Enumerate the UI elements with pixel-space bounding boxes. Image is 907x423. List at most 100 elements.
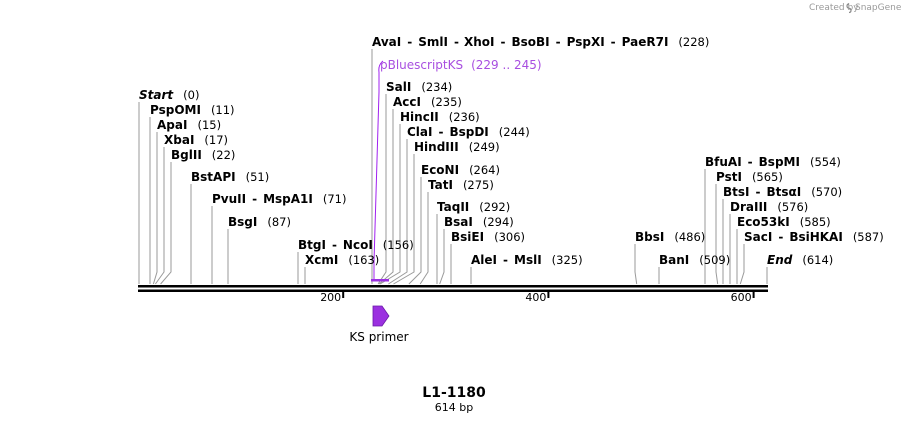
enzyme-name: NcoI: [343, 238, 373, 252]
site-position: (570): [811, 185, 842, 199]
site-label: SacI-BsiHKAI(587): [744, 230, 884, 244]
site-label: TatI (275): [428, 178, 494, 192]
enzyme-name: BfuAI: [705, 155, 742, 169]
site-position: (554): [810, 155, 841, 169]
site-label: ClaI-BspDI(244): [407, 125, 530, 139]
snapgene-logo-icon: [846, 3, 852, 14]
site-label: TaqII (292): [437, 200, 510, 214]
enzyme-name: BglII: [171, 148, 202, 162]
enzyme-name: HindIII: [414, 140, 459, 154]
enzyme-name: PstI: [716, 170, 742, 184]
site-connector: [715, 184, 719, 285]
site-position: (17): [204, 133, 228, 147]
enzyme-name: Eco53kI: [737, 215, 790, 229]
site-connector: [152, 132, 158, 285]
credit-text: Created by: [809, 3, 859, 13]
primer-label: pBluescriptKS(229 .. 245): [380, 58, 542, 72]
site-label: BtgI-NcoI(156): [298, 238, 414, 252]
primer-connector-line: [378, 60, 384, 73]
enzyme-name: BspDI: [449, 125, 488, 139]
site-label: End (614): [767, 253, 833, 267]
site-position: (235): [431, 95, 462, 109]
enzyme-name: SacI: [744, 230, 772, 244]
site-connector: [634, 244, 638, 285]
site-label: PspOMI(11): [150, 103, 235, 117]
site-connector: [160, 162, 172, 285]
site-position: (234): [421, 80, 452, 94]
enzyme-name: ClaI: [407, 125, 432, 139]
site-label: BglII(22): [171, 148, 235, 162]
enzyme-name: ApaI: [157, 118, 187, 132]
enzyme-name: BspMI: [759, 155, 800, 169]
enzyme-name: DraIII: [730, 200, 767, 214]
axis-tick-mark: [342, 292, 345, 298]
enzyme-name: BtsI: [723, 185, 750, 199]
site-position: (236): [449, 110, 480, 124]
site-label: AccI (235): [393, 95, 462, 109]
site-position: (325): [552, 253, 583, 267]
site-position: (292): [479, 200, 510, 214]
site-label: SalI(234): [386, 80, 452, 94]
site-position: (576): [777, 200, 808, 214]
site-label: ApaI(15): [157, 118, 221, 132]
ks-primer-arrow: [372, 305, 390, 327]
enzyme-name: TaqII: [437, 200, 469, 214]
site-connector: [154, 147, 165, 285]
site-label: XbaI (17): [164, 133, 228, 147]
enzyme-name: BsgI: [228, 215, 257, 229]
enzyme-name: PvuII: [212, 192, 246, 206]
site-label: BstAPI(51): [191, 170, 269, 184]
enzyme-name: AleI: [471, 253, 497, 267]
site-position: (509): [699, 253, 730, 267]
axis-tick-label: 400: [525, 291, 546, 304]
site-connector: [377, 94, 387, 285]
site-connector: [419, 192, 429, 285]
site-position: (306): [494, 230, 525, 244]
site-label: BsiEI (306): [451, 230, 525, 244]
axis-tick-mark: [752, 292, 755, 298]
site-label: Eco53kI(585): [737, 215, 831, 229]
site-label: EcoNI(264): [421, 163, 500, 177]
site-label: BfuAI-BspMI(554): [705, 155, 841, 169]
enzyme-name: MspA1I: [263, 192, 313, 206]
site-position: (275): [463, 178, 494, 192]
site-label: Start(0): [139, 88, 199, 102]
site-position: (11): [211, 103, 235, 117]
site-position: (264): [469, 163, 500, 177]
enzyme-name: XcmI: [305, 253, 338, 267]
site-connector: [393, 154, 415, 285]
enzyme-name: AvaI: [372, 35, 401, 49]
site-position: (71): [323, 192, 347, 206]
site-label: HincII(236): [400, 110, 480, 124]
site-position: (486): [674, 230, 705, 244]
site-labels: AvaI-SmlI-XhoI-BsoBI-PspXI-PaeR7I(228) St…: [139, 35, 884, 267]
site-label: BsgI(87): [228, 215, 291, 229]
enzyme-name: BtsαI: [766, 185, 801, 199]
site-position: (228): [678, 35, 709, 49]
site-position: (614): [802, 253, 833, 267]
site-position: (244): [499, 125, 530, 139]
site-connector: [388, 139, 408, 285]
axis-tick-mark: [547, 292, 550, 298]
site-position: (587): [853, 230, 884, 244]
site-label: HindIII(249): [414, 140, 500, 154]
enzyme-name: SmlI: [418, 35, 448, 49]
enzyme-name: BsiEI: [451, 230, 484, 244]
site-connector: [379, 124, 401, 285]
site-label: PvuII-MspA1I(71): [212, 192, 346, 206]
enzyme-name: AccI: [393, 95, 421, 109]
site-label: BsaI(294): [444, 215, 514, 229]
site-position: (51): [246, 170, 270, 184]
enzyme-name: BsaI: [444, 215, 473, 229]
primer-connector: [373, 60, 384, 280]
map-title: L1-1180: [422, 385, 486, 401]
enzyme-name: MslI: [514, 253, 542, 267]
site-label: AvaI-SmlI-XhoI-BsoBI-PspXI-PaeR7I(228): [372, 35, 709, 49]
enzyme-name: TatI: [428, 178, 453, 192]
enzyme-name: End: [767, 253, 793, 267]
axis-tick-label: 600: [731, 291, 752, 304]
site-label: BanI(509): [659, 253, 730, 267]
enzyme-name: XbaI: [164, 133, 194, 147]
